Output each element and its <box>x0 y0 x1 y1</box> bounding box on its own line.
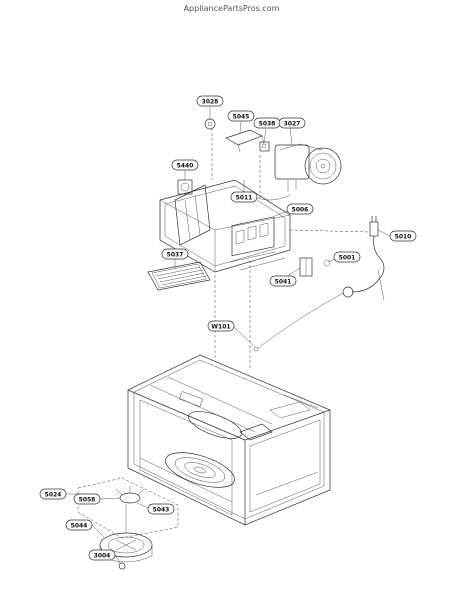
callout-5006: 5006 <box>286 203 314 215</box>
grease-filter <box>147 261 211 291</box>
callout-label: 5037 <box>167 251 184 258</box>
callout-5440: 5440 <box>171 159 199 171</box>
parts-5045-5038 <box>225 129 270 153</box>
callout-5001: 5001 <box>333 251 361 263</box>
callout-5037: 5037 <box>161 248 189 260</box>
callout-5011: 5011 <box>230 191 258 203</box>
callout-label: 5045 <box>233 113 250 120</box>
power-cord <box>342 216 385 301</box>
fan-motor <box>249 143 342 201</box>
callout-3004: 3004 <box>88 549 116 561</box>
callout-label: 5038 <box>259 120 276 127</box>
callout-5024: 5024 <box>39 488 67 500</box>
chassis-frame <box>159 179 291 273</box>
callout-5038: 5038 <box>253 117 281 129</box>
callout-label: 5041 <box>275 278 292 285</box>
part-3028 <box>204 118 216 130</box>
callout-label: 5001 <box>339 254 356 261</box>
callout-label: 3028 <box>202 98 219 105</box>
callout-5041: 5041 <box>269 275 297 287</box>
callout-5044: 5044 <box>65 519 93 531</box>
leader-lines <box>66 107 391 564</box>
callout-3027: 3027 <box>278 117 306 129</box>
wire-harness <box>253 292 344 352</box>
microwave-cavity <box>127 354 331 526</box>
callout-5043: 5043 <box>147 503 175 515</box>
callout-label: 5043 <box>153 506 170 513</box>
callout-label: 5006 <box>292 206 309 213</box>
site-watermark: AppliancePartsPros.com <box>183 4 280 13</box>
part-5041 <box>299 257 331 277</box>
callout-3028: 3028 <box>196 95 224 107</box>
callout-label: 5011 <box>236 194 253 201</box>
callout-label: 3004 <box>94 552 111 559</box>
assembly-guides <box>211 128 371 370</box>
callout-5045: 5045 <box>227 110 255 122</box>
callout-label: 5058 <box>79 496 96 503</box>
callout-5058: 5058 <box>73 493 101 505</box>
callout-label: 3027 <box>284 120 301 127</box>
callout-label: 5044 <box>71 522 88 529</box>
turntable-drive <box>77 477 179 570</box>
callout-label: W101 <box>211 323 230 330</box>
callout-label: 5440 <box>177 162 194 169</box>
callout-label: 5010 <box>395 233 412 240</box>
callout-5010: 5010 <box>389 230 417 242</box>
callout-label: 5024 <box>45 491 62 498</box>
callout-w101: W101 <box>207 320 235 332</box>
